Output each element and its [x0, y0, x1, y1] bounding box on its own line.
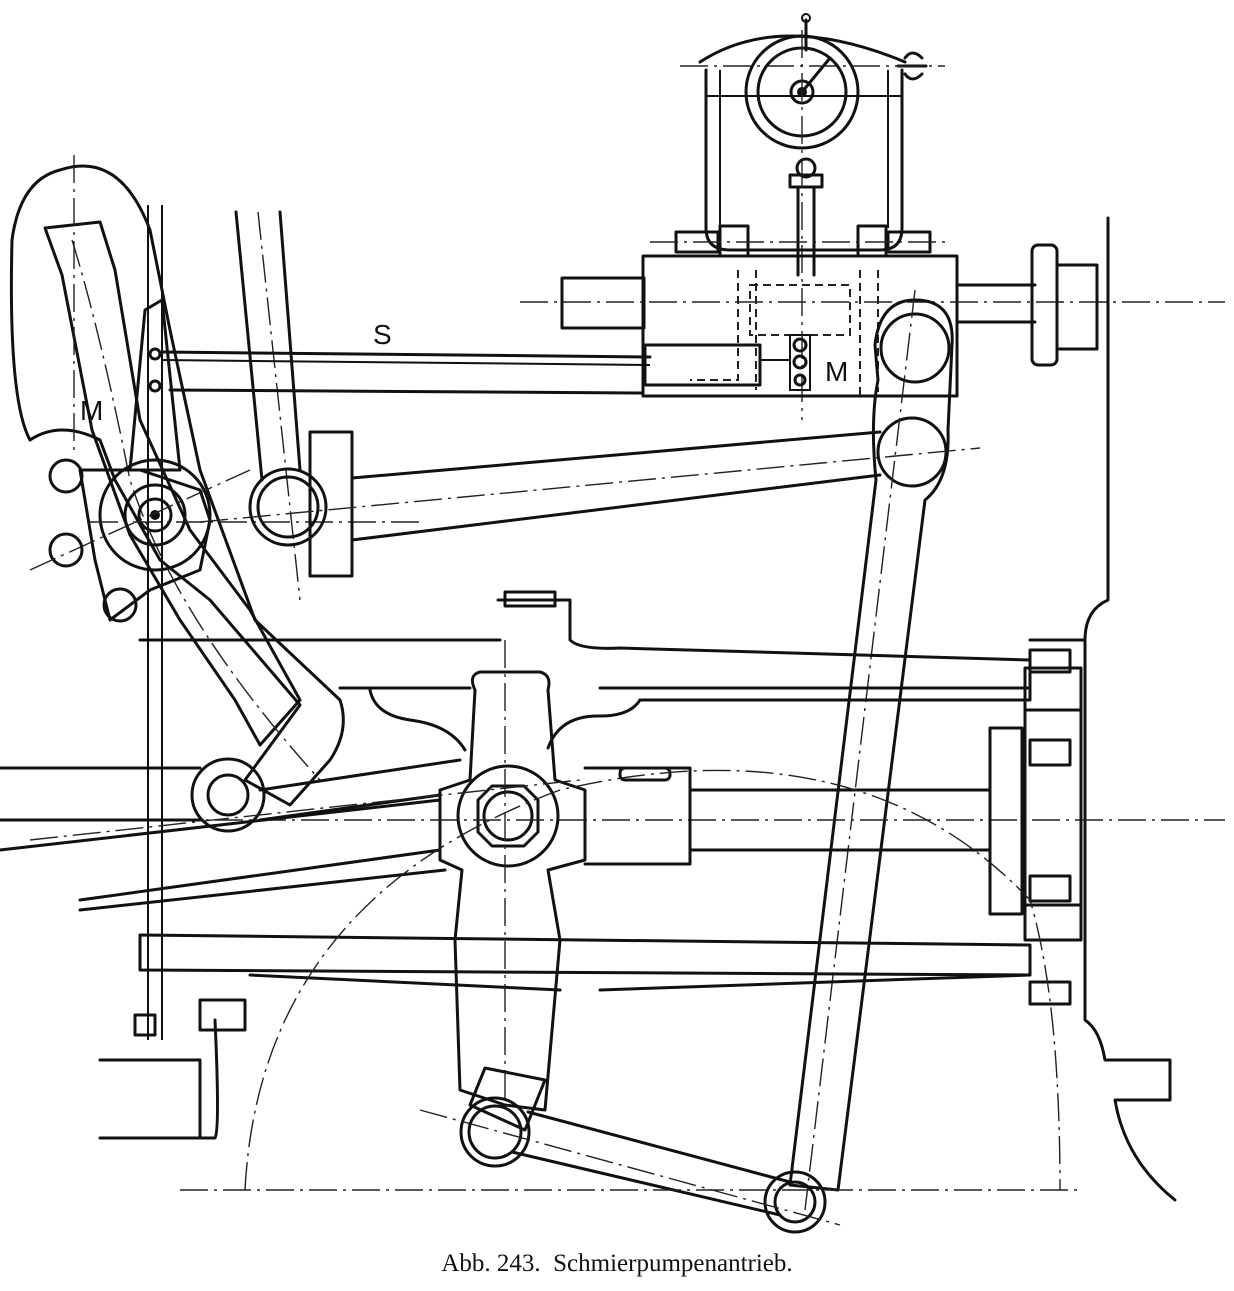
- crank-and-crosshead: [0, 590, 1225, 1112]
- swing-arc: [180, 769, 1080, 1191]
- vertical-guides: [147, 205, 302, 1040]
- label-m-left: M: [80, 395, 103, 426]
- lever-hub-left: [29, 298, 420, 622]
- lower-frame-bar: [98, 933, 1032, 1140]
- caption-title: Schmierpumpenantrieb.: [553, 1250, 793, 1277]
- pump-housing: [520, 243, 1225, 398]
- lower-rods-left: [0, 757, 581, 912]
- label-rod-s: S: [373, 319, 392, 350]
- rod-s: [160, 350, 652, 395]
- figure-caption: Abb. 243. Schmierpumpenantrieb.: [0, 1250, 1234, 1278]
- oil-cup-lubricator: [650, 13, 950, 420]
- upper-connecting-rod: [199, 430, 981, 578]
- bottom-lever-link: [419, 1066, 841, 1234]
- engine-frame-right: [1028, 216, 1177, 1202]
- caption-number: Abb. 243.: [441, 1250, 541, 1277]
- right-bearing-block: [1023, 648, 1083, 1006]
- label-m-right: M: [825, 356, 848, 387]
- lubrication-pump-drive-drawing: S M M: [0, 13, 1225, 1234]
- curved-link-left: [9, 155, 345, 807]
- main-rocking-lever: [788, 289, 954, 1211]
